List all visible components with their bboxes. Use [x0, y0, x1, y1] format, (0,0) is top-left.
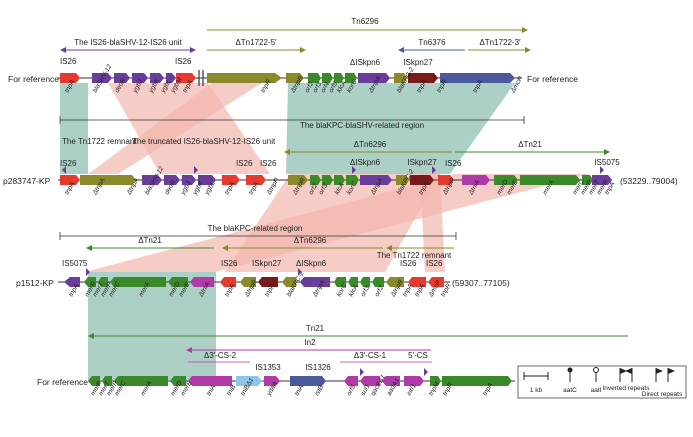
is26-label: IS26: [426, 259, 443, 268]
iskpn27-top-label: ISkpn27: [403, 58, 433, 67]
repeat-markers: [62, 166, 604, 376]
is26-label: IS26: [175, 57, 192, 66]
aatC-label: aatC: [563, 387, 577, 394]
iskpn27-mid-label: ISkpn27: [407, 158, 437, 167]
aatI-marker: aatI: [591, 367, 602, 394]
tn1722-3-label: ΔTn1722-3′: [479, 38, 521, 47]
blaKPC-region-span: The blaKPC-related region: [59, 224, 457, 240]
scale-bar: 1 kb: [523, 372, 549, 394]
inverted-repeats-label: Inverted repeats: [603, 385, 651, 392]
inverted-repeats-marker: Inverted repeats: [603, 368, 651, 392]
tn1722-3-span: ΔTn1722-3′: [468, 38, 531, 53]
tn6296-label: Tn6296: [351, 17, 379, 26]
truncated-unit-label: The truncated IS26-blaSHV-12-IS26 unit: [132, 137, 276, 146]
aatC-marker: aatC: [563, 367, 577, 394]
cs2-label: Δ3′-CS-2: [204, 351, 237, 360]
cs5-span: 5′-CS: [402, 351, 432, 363]
direct-repeats-label: Direct repeats: [642, 391, 683, 398]
tn21-mid-span: ΔTn21: [455, 140, 610, 155]
gene-label: orf5: [328, 80, 340, 94]
tn6376-span: Tn6376: [398, 38, 465, 53]
coords-p1512: (59307..77105): [452, 278, 510, 288]
in2-label: In2: [304, 338, 316, 347]
tn6296-low-label: ΔTn6296: [294, 236, 327, 245]
row1-genes: [60, 73, 515, 83]
blaKPC-blaSHV-region-span: The blaKPC-blaSHV-related region: [59, 116, 525, 130]
in2-span: In2: [186, 338, 431, 353]
tn1722-5-label: ΔTn1722-5′: [235, 38, 277, 47]
tn6296-mid-label: ΔTn6296: [354, 140, 387, 149]
blaKPC-blaSHV-region-label: The blaKPC-blaSHV-related region: [300, 121, 424, 130]
blaKPC-region-label: The blaKPC-related region: [208, 224, 303, 233]
row2-genes: [60, 175, 612, 185]
tn6296-low-span: ΔTn6296: [222, 236, 383, 251]
gene-label: orf2: [304, 80, 316, 94]
legend: 1 kb aatC aatI Inverted repeats Direct r…: [517, 365, 687, 399]
gene-label: orf2: [308, 182, 320, 196]
row-label-ref-bottom: For reference: [37, 377, 88, 387]
tn21-low-span: ΔTn21: [86, 236, 214, 251]
tn21-bottom-label: Tn21: [306, 324, 325, 333]
gene-label: orf3: [360, 284, 372, 298]
cs2-span: Δ3′-CS-2: [188, 351, 250, 363]
is5075-mid-label: IS5075: [594, 158, 620, 167]
tn1722-remnant-low-span: The Tn1722 remnant: [377, 245, 454, 260]
is1326-label: IS1326: [305, 363, 331, 372]
tn6376-label: Tn6376: [418, 38, 446, 47]
tn21-mid-label: ΔTn21: [518, 140, 542, 149]
cs5-label: 5′-CS: [408, 351, 428, 360]
tn21-low-label: ΔTn21: [138, 236, 162, 245]
is26-unit-span: The IS26-blaSHV-12-IS26 unit: [60, 38, 196, 53]
iskpn27-low-label: ISkpn27: [252, 259, 282, 268]
gene-label: orf2: [374, 284, 386, 298]
direct-repeats-marker: Direct repeats: [642, 368, 683, 398]
is1353-label: IS1353: [255, 363, 281, 372]
is26-label: IS26: [60, 159, 77, 168]
iskpn6-mid-label: ΔISkpn6: [350, 158, 381, 167]
is26-label: IS26: [60, 57, 77, 66]
cs1-span: Δ3′-CS-1: [340, 351, 402, 363]
is26-label: IS26: [221, 259, 238, 268]
gene-label: istB: [314, 384, 326, 397]
gene-label: orf3: [312, 80, 324, 94]
homology-teal-2: [286, 83, 515, 174]
gene-label: klcA: [348, 284, 360, 298]
aatI-label: aatI: [591, 387, 602, 394]
row-label-p1512: p1512-KP: [16, 278, 54, 288]
row-label-ref-top-right: For reference: [527, 74, 578, 84]
row-label-ref-top: For reference: [8, 74, 59, 84]
is26-unit-label: The IS26-blaSHV-12-IS26 unit: [74, 38, 182, 47]
cs1-label: Δ3′-CS-1: [354, 351, 387, 360]
tn21-bottom-span: Tn21: [88, 324, 628, 339]
iskpn6-top-label: ΔISkpn6: [350, 58, 381, 67]
tn6296-span: Tn6296: [207, 17, 528, 33]
homology-teal-1: [60, 83, 88, 174]
row4-genes: [88, 376, 512, 386]
scale-label: 1 kb: [530, 387, 543, 394]
row3-genes: [64, 277, 444, 287]
coords-p283747: (53229..79004): [620, 176, 678, 186]
gene-label: orf3: [318, 182, 330, 196]
is26-label: IS26: [445, 159, 462, 168]
iskpn6-low-label: ΔISkpn6: [296, 259, 327, 268]
gene-label: tniA: [206, 384, 218, 397]
homology-pink-2: [88, 83, 262, 174]
homology-teal-3: [88, 272, 216, 380]
gene-label: tniA: [294, 384, 306, 397]
gene-label: orf4: [320, 80, 332, 94]
tn1722-remnant-low-label: The Tn1722 remnant: [377, 251, 452, 260]
is26-label: IS26: [400, 259, 417, 268]
row-label-p283747: p283747-KP: [3, 176, 51, 186]
gene-label: orf5: [346, 383, 358, 397]
gene-label: tniB: [226, 383, 238, 397]
is26-label: IS26: [260, 159, 277, 168]
tn1722-5-span: ΔTn1722-5′: [207, 38, 306, 53]
tn1722-remnant-top-label: The Tn1722 remnant: [62, 137, 137, 146]
tn6296-mid-span: ΔTn6296: [284, 140, 452, 155]
is5075-low-label: IS5075: [62, 259, 88, 268]
is26-label: IS26: [236, 159, 253, 168]
